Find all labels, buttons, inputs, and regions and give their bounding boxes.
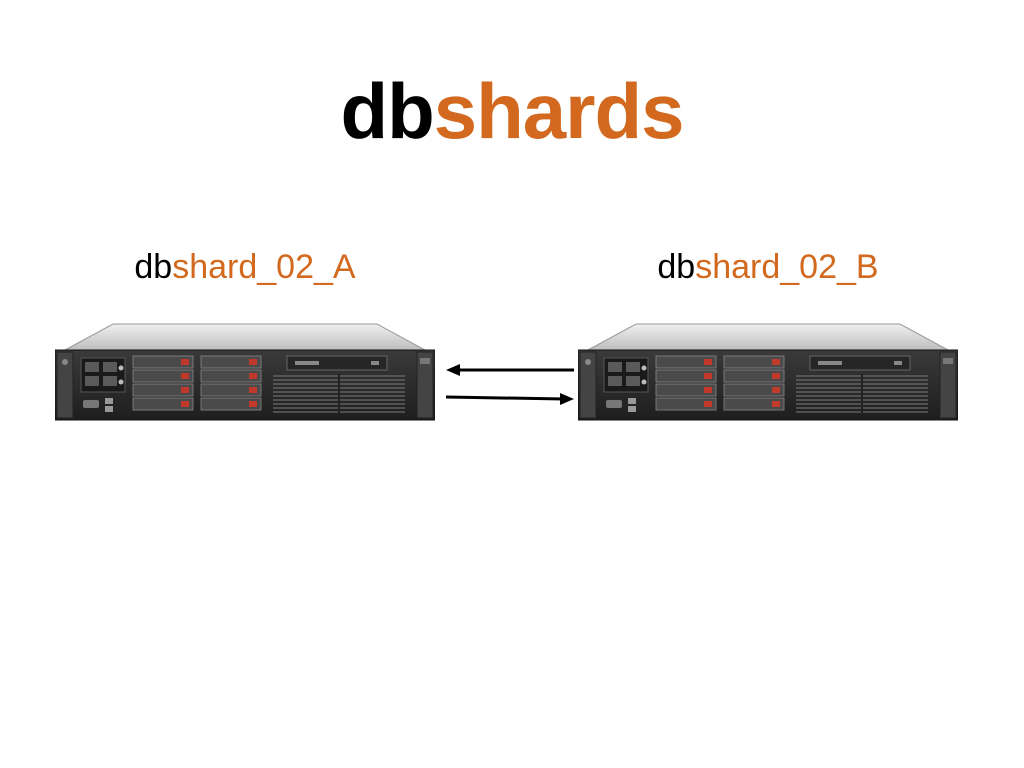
arrow-right: [445, 395, 565, 401]
slide-title: dbshards: [0, 72, 1024, 150]
rack-server-icon: [55, 322, 435, 422]
node-label-a: dbshard_02_A: [55, 250, 435, 284]
node-label-b-prefix: db: [657, 248, 696, 286]
node-label-b-suffix: shard_02_B: [695, 248, 879, 286]
title-suffix: shards: [433, 67, 685, 155]
node-label-b: dbshard_02_B: [578, 250, 958, 284]
arrow-right-head: [560, 393, 574, 405]
rack-server-icon: [578, 322, 958, 422]
node-label-a-prefix: db: [134, 248, 173, 286]
node-label-a-suffix: shard_02_A: [172, 248, 356, 286]
bidirectional-arrows-icon: [440, 355, 580, 415]
title-prefix: db: [340, 67, 434, 155]
arrow-left-head: [446, 364, 460, 376]
